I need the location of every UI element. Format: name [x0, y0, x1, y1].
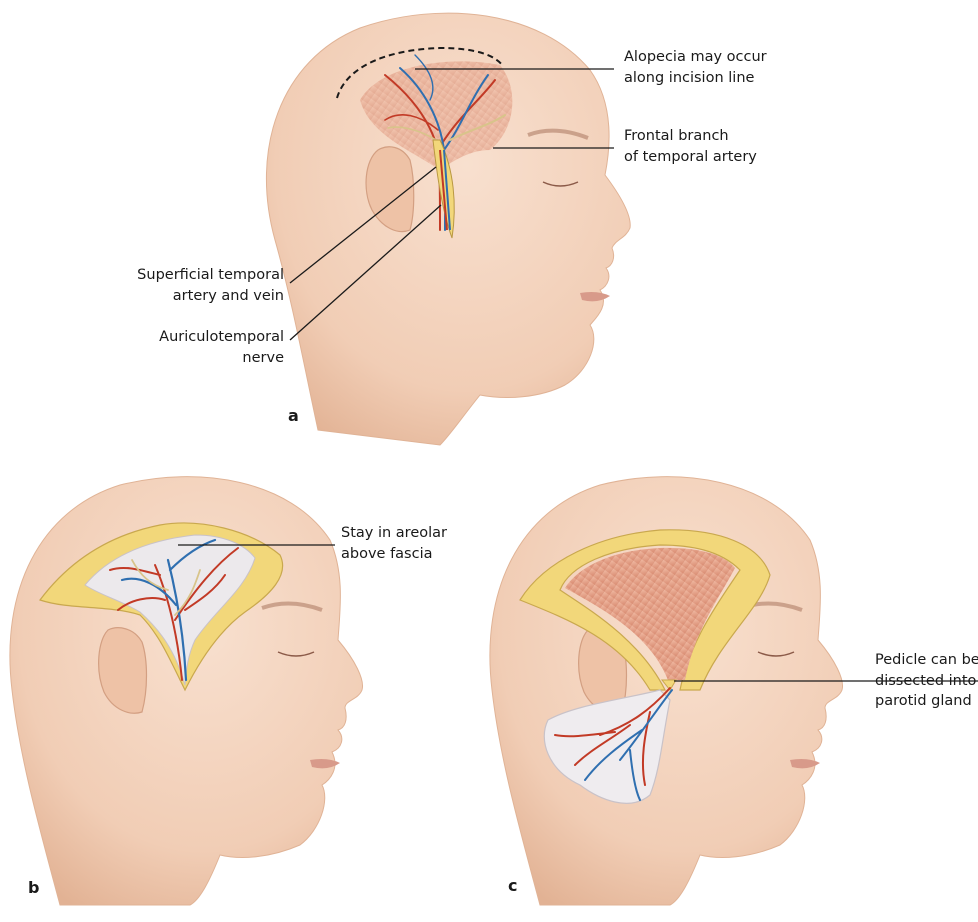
lips-c: [790, 759, 820, 769]
lips-a: [580, 292, 610, 302]
eyebrow-a: [527, 128, 589, 140]
label-superficial-temporal-line2: artery and vein: [172, 287, 284, 304]
panel-b: [9, 476, 364, 906]
label-superficial-temporal-line1: Superficial temporal: [137, 267, 284, 283]
temporalis-muscle-c: [565, 547, 735, 680]
label-alopecia: Alopecia may occur along incision line: [624, 47, 767, 88]
label-stay-areolar-line2: above fascia: [341, 545, 433, 562]
vessels-c: [554, 687, 673, 801]
ear-b: [98, 627, 148, 714]
label-alopecia-line2: along incision line: [624, 69, 755, 86]
scalp-edge-c: [519, 529, 771, 691]
panel-letter-c: c: [508, 876, 518, 895]
panel-a: [265, 12, 631, 446]
label-alopecia-line1: Alopecia may occur: [624, 49, 767, 65]
label-auriculotemporal: Auriculotemporal nerve: [120, 327, 284, 368]
ear-a: [365, 146, 415, 233]
leaders-a: [289, 68, 614, 341]
label-stay-areolar: Stay in areolar above fascia: [341, 523, 447, 564]
eye-b: [277, 651, 315, 657]
label-pedicle-line3: parotid gland: [875, 693, 972, 709]
label-pedicle: Pedicle can be dissected into parotid gl…: [875, 650, 978, 712]
incision-line-a: [336, 46, 504, 99]
eyebrow-b: [261, 601, 323, 612]
eye-a: [542, 181, 579, 187]
label-frontal-branch-line2: of temporal artery: [624, 148, 757, 165]
head-a: [265, 12, 631, 446]
lips-b: [310, 759, 340, 769]
vessels-b: [109, 538, 239, 682]
panel-c: [489, 476, 978, 906]
panel-letter-a: a: [288, 406, 299, 425]
pedicle-c: [660, 679, 677, 691]
label-frontal-branch: Frontal branch of temporal artery: [624, 126, 757, 167]
temporalis-muscle-a: [360, 61, 513, 170]
label-pedicle-line2: dissected into: [875, 672, 977, 689]
label-superficial-temporal: Superficial temporal artery and vein: [120, 265, 284, 306]
eye-c: [757, 651, 795, 657]
label-stay-areolar-line1: Stay in areolar: [341, 525, 447, 541]
flap-c: [543, 689, 671, 804]
label-auriculotemporal-line2: nerve: [242, 349, 284, 366]
label-pedicle-line1: Pedicle can be: [875, 652, 978, 668]
label-auriculotemporal-line1: Auriculotemporal: [159, 329, 284, 345]
panel-letter-b: b: [28, 878, 40, 897]
label-frontal-branch-line1: Frontal branch: [624, 128, 729, 144]
